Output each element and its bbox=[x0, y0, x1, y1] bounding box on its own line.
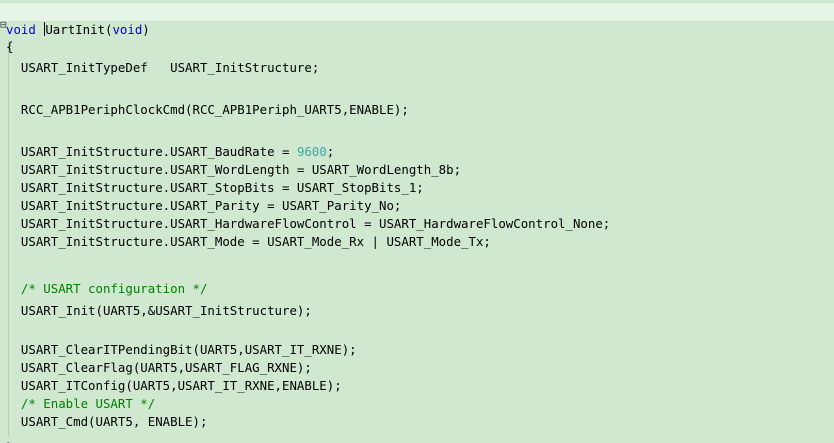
code-line-12[interactable]: USART_InitStructure.USART_Mode = USART_M… bbox=[0, 215, 491, 249]
fold-collapse-icon[interactable]: ⊟ bbox=[0, 18, 7, 32]
code-text: USART_InitStructure.USART_BaudRate = 960… bbox=[6, 143, 334, 161]
code-text: USART_InitStructure.USART_StopBits = USA… bbox=[6, 180, 424, 195]
code-line-17[interactable]: USART_ClearITPendingBit(UART5,USART_IT_R… bbox=[0, 323, 357, 357]
code-line-14[interactable]: /* USART configuration */ bbox=[0, 262, 208, 296]
code-line-16[interactable] bbox=[0, 305, 30, 323]
code-text: USART_ClearFlag(UART5,USART_FLAG_RXNE); bbox=[6, 360, 312, 375]
code-text: USART_InitStructure.USART_WordLength = U… bbox=[6, 162, 462, 177]
code-text-post: ; bbox=[326, 144, 335, 159]
code-line-6[interactable] bbox=[0, 104, 30, 122]
code-text: USART_InitTypeDef USART_InitStructure; bbox=[6, 60, 320, 75]
code-line-9[interactable]: USART_InitStructure.USART_StopBits = USA… bbox=[0, 161, 424, 195]
code-text: USART_Cmd(UART5, ENABLE); bbox=[6, 414, 208, 429]
keyword-void-param: void bbox=[112, 22, 143, 37]
code-line-13[interactable] bbox=[0, 238, 30, 256]
code-line-22[interactable]: } bbox=[0, 421, 30, 443]
code-line-11[interactable]: USART_InitStructure.USART_HardwareFlowCo… bbox=[0, 197, 610, 231]
code-text: } bbox=[6, 439, 13, 443]
code-line-10[interactable]: USART_InitStructure.USART_Parity = USART… bbox=[0, 179, 401, 213]
text-cursor bbox=[44, 22, 46, 36]
code-line-8[interactable]: USART_InitStructure.USART_WordLength = U… bbox=[0, 143, 461, 177]
signature-close-paren: ) bbox=[142, 22, 150, 37]
code-line-15[interactable]: USART_Init(UART5,&USART_InitStructure); bbox=[0, 284, 312, 318]
code-text: { bbox=[6, 39, 14, 54]
code-comment: /* USART configuration */ bbox=[6, 281, 208, 296]
code-line-5[interactable]: RCC_APB1PeriphClockCmd(RCC_APB1Periph_UA… bbox=[0, 83, 409, 117]
code-line-19[interactable]: USART_ITConfig(UART5,USART_IT_RXNE,ENABL… bbox=[0, 359, 342, 393]
number-literal: 9600 bbox=[296, 144, 327, 159]
brace-guide-line bbox=[8, 40, 9, 436]
code-line-2[interactable]: { bbox=[0, 20, 30, 54]
code-text: USART_InitStructure.USART_HardwareFlowCo… bbox=[6, 216, 611, 231]
keyword-void: void bbox=[6, 22, 36, 37]
code-line-18[interactable]: USART_ClearFlag(UART5,USART_FLAG_RXNE); bbox=[0, 341, 312, 375]
code-text: USART_ITConfig(UART5,USART_IT_RXNE,ENABL… bbox=[6, 378, 342, 393]
code-line-20[interactable]: /* Enable USART */ bbox=[0, 377, 155, 411]
function-name: UartInit( bbox=[45, 22, 113, 37]
function-signature: void UartInit(void) bbox=[6, 21, 150, 39]
code-text: USART_ClearITPendingBit(UART5,USART_IT_R… bbox=[6, 342, 357, 357]
code-line-7[interactable]: USART_InitStructure.USART_BaudRate = 960… bbox=[0, 125, 334, 159]
code-line-4[interactable] bbox=[0, 62, 30, 80]
code-text: USART_InitStructure.USART_Parity = USART… bbox=[6, 198, 402, 213]
code-line-1[interactable]: void UartInit(void) bbox=[0, 3, 834, 37]
code-text-pre: USART_InitStructure.USART_BaudRate = bbox=[6, 144, 297, 159]
code-text: USART_Init(UART5,&USART_InitStructure); bbox=[6, 303, 312, 318]
code-text: RCC_APB1PeriphClockCmd(RCC_APB1Periph_UA… bbox=[6, 102, 409, 117]
code-text: USART_InitStructure.USART_Mode = USART_M… bbox=[6, 234, 491, 249]
code-line-3[interactable]: USART_InitTypeDef USART_InitStructure; bbox=[0, 41, 319, 75]
code-line-21[interactable]: USART_Cmd(UART5, ENABLE); bbox=[0, 395, 208, 429]
code-comment: /* Enable USART */ bbox=[6, 396, 156, 411]
